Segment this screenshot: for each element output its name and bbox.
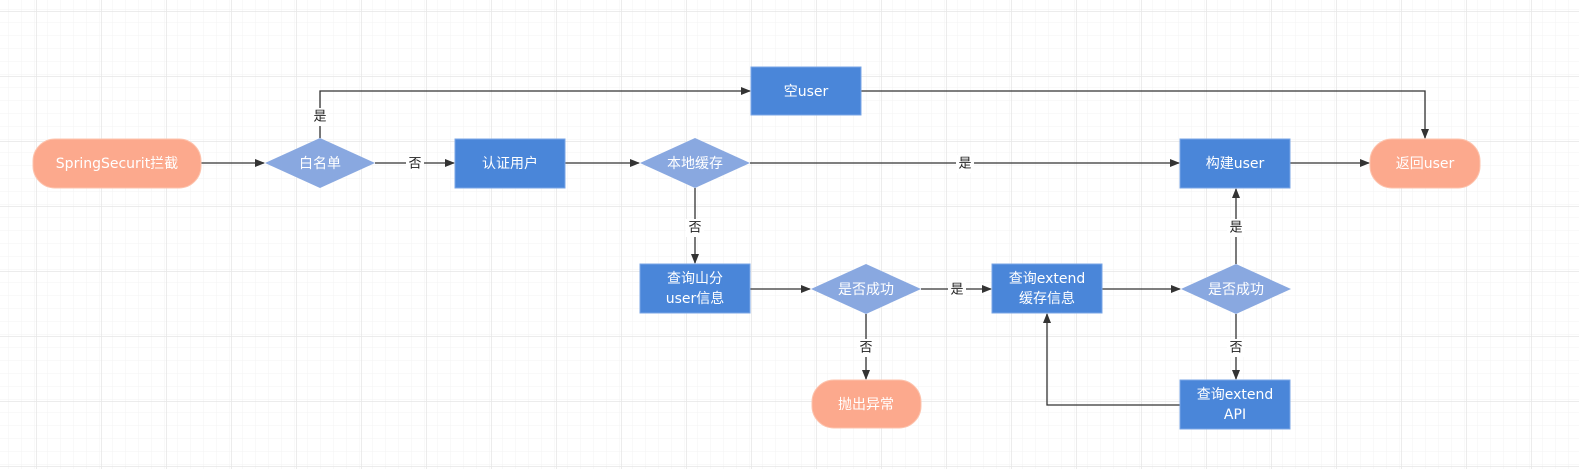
node-query-user[interactable]: 查询山分 user信息: [639, 263, 751, 314]
node-local-cache-decision[interactable]: 本地缓存: [640, 138, 750, 188]
node-success1-label: 是否成功: [838, 282, 894, 298]
node-query-extend-api[interactable]: 查询extend API: [1179, 379, 1291, 430]
node-build-user-label: 构建user: [1206, 156, 1265, 172]
node-success1-decision[interactable]: 是否成功: [811, 264, 921, 314]
node-local-cache-label: 本地缓存: [667, 156, 723, 172]
node-auth-user-label: 认证用户: [482, 155, 538, 172]
node-query-extend-cache-line1: 查询extend: [1009, 271, 1086, 287]
edge-label-cache-yes: 是: [958, 157, 971, 172]
node-query-user-line2: user信息: [666, 290, 725, 307]
edge-label-success2-no: 否: [1229, 341, 1242, 356]
node-success2-label: 是否成功: [1208, 282, 1264, 298]
node-return-user-label: 返回user: [1396, 156, 1455, 172]
node-return-user[interactable]: 返回user: [1369, 138, 1481, 189]
node-throw-exception[interactable]: 抛出异常: [811, 379, 922, 429]
edge-label-whitelist-yes: 是: [313, 110, 326, 125]
edge-label-success1-yes: 是: [950, 283, 963, 298]
node-query-extend-api-line2: API: [1224, 407, 1246, 423]
edge-label-success2-yes: 是: [1229, 221, 1242, 236]
edge-api-extcache: [1043, 313, 1180, 406]
edge-label-whitelist-no: 否: [408, 157, 421, 172]
node-whitelist-label: 白名单: [299, 156, 341, 172]
edge-empty-return: [861, 90, 1429, 139]
node-auth-user[interactable]: 认证用户: [454, 138, 566, 189]
node-whitelist-decision[interactable]: 白名单: [265, 138, 375, 188]
node-start[interactable]: SpringSecurit拦截: [32, 138, 202, 189]
node-build-user[interactable]: 构建user: [1179, 138, 1291, 189]
node-throw-label: 抛出异常: [838, 397, 894, 413]
node-query-extend-cache[interactable]: 查询extend 缓存信息: [991, 263, 1103, 314]
node-query-user-line1: 查询山分: [667, 271, 723, 287]
node-empty-user-label: 空user: [784, 84, 829, 100]
node-query-extend-cache-line2: 缓存信息: [1019, 290, 1075, 307]
node-empty-user[interactable]: 空user: [750, 66, 862, 116]
edge-label-cache-no: 否: [688, 221, 701, 236]
node-start-label: SpringSecurit拦截: [56, 156, 178, 172]
edge-labels: 是 否 是 否 是 否 是 否: [311, 108, 1245, 357]
node-success2-decision[interactable]: 是否成功: [1181, 264, 1291, 314]
edge-label-success1-no: 否: [859, 341, 872, 356]
node-query-extend-api-line1: 查询extend: [1197, 387, 1274, 403]
